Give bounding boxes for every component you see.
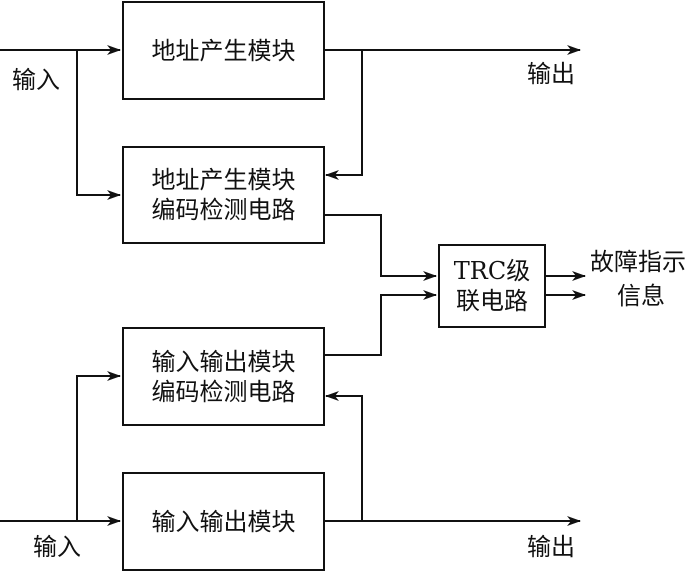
fault-info-label-line-1: 故障指示 (590, 248, 686, 276)
arrow-io-module-to-check (325, 391, 363, 521)
address-code-check-circuit: 地址产生模块 编码检测电路 (122, 146, 325, 244)
block-label-line-1: 地址产生模块 (151, 166, 296, 194)
block-label-line-2: 编码检测电路 (151, 377, 296, 406)
arrow-addr-gen-to-check (325, 50, 363, 180)
trc-cascade-circuit: TRC级 联电路 (438, 244, 546, 328)
io-code-check-circuit: 输入输出模块 编码检测电路 (122, 327, 325, 426)
block-label-line-1: 输入输出模块 (151, 347, 296, 376)
output-label-top: 输出 (527, 60, 575, 88)
io-module: 输入输出模块 (122, 472, 325, 571)
output-label-bottom: 输出 (527, 533, 575, 561)
block-label: 地址产生模块 (151, 36, 296, 65)
block-label-line-2: 联电路 (456, 287, 528, 315)
fault-info-label-line-2: 信息 (617, 282, 665, 310)
block-label-line-1: TRC级 (453, 257, 531, 285)
arrow-input-to-io-check (76, 371, 121, 521)
arrow-addr-check-to-trc (324, 214, 437, 281)
address-generation-module: 地址产生模块 (122, 1, 325, 100)
block-label-line-2: 编码检测电路 (151, 196, 296, 224)
arrow-io-check-to-trc (324, 290, 437, 356)
arrow-input-to-addr-check (76, 50, 121, 200)
input-label-top: 输入 (12, 66, 60, 94)
input-label-bottom: 输入 (33, 533, 81, 561)
block-label: 输入输出模块 (151, 507, 296, 536)
